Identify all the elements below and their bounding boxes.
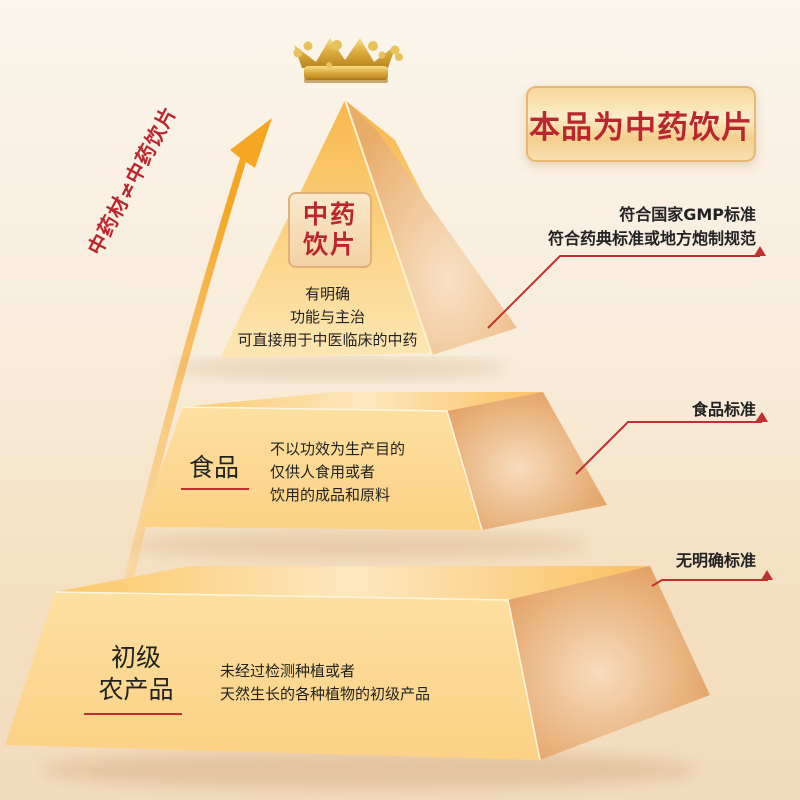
desc-line: 功能与主治 bbox=[289, 308, 365, 326]
standard-line: 符合国家GMP标准 bbox=[619, 205, 756, 224]
desc-line: 不以功效为生产目的 bbox=[270, 440, 406, 458]
desc-line: 天然生长的各种植物的初级产品 bbox=[220, 685, 431, 703]
product-type-label: 本品为中药饮片 bbox=[529, 109, 753, 146]
middle-tier-title: 食品 bbox=[188, 453, 239, 482]
desc-line: 饮用的成品和原料 bbox=[270, 486, 391, 504]
tcm-badge-line-2: 饮片 bbox=[302, 230, 357, 259]
bottom-tier-description: 未经过检测种植或者 天然生长的各种植物的初级产品 bbox=[220, 660, 500, 706]
title-line: 初级 bbox=[110, 643, 161, 672]
title-underline bbox=[84, 713, 182, 715]
bottom-tier-standard: 无明确标准 bbox=[675, 551, 756, 570]
middle-tier-description: 不以功效为生产目的 仅供人食用或者 饮用的成品和原料 bbox=[270, 438, 480, 507]
desc-line: 未经过检测种植或者 bbox=[220, 662, 356, 680]
middle-tier-standard: 食品标准 bbox=[691, 400, 756, 419]
tcm-badge-line-1: 中药 bbox=[302, 200, 357, 229]
connector-top bbox=[487, 255, 760, 329]
title-line: 农产品 bbox=[98, 675, 174, 704]
crown-icon bbox=[293, 38, 403, 83]
product-type-badge: 本品为中药饮片 bbox=[526, 86, 756, 162]
desc-line: 仅供人食用或者 bbox=[270, 463, 376, 481]
desc-line: 有明确 bbox=[304, 285, 350, 303]
top-tier-standard: 符合国家GMP标准 符合药典标准或地方炮制规范 bbox=[480, 203, 756, 251]
title-underline bbox=[181, 488, 249, 490]
top-tier-description: 有明确 功能与主治 可直接用于中医临床的中药 bbox=[200, 283, 455, 352]
standard-line: 符合药典标准或地方炮制规范 bbox=[547, 229, 756, 248]
tcm-pieces-badge: 中药 饮片 bbox=[288, 192, 372, 268]
bottom-tier-title: 初级 农产品 bbox=[88, 642, 184, 706]
connector-bottom bbox=[651, 579, 768, 587]
connector-middle bbox=[575, 421, 762, 475]
desc-line: 可直接用于中医临床的中药 bbox=[237, 331, 418, 349]
